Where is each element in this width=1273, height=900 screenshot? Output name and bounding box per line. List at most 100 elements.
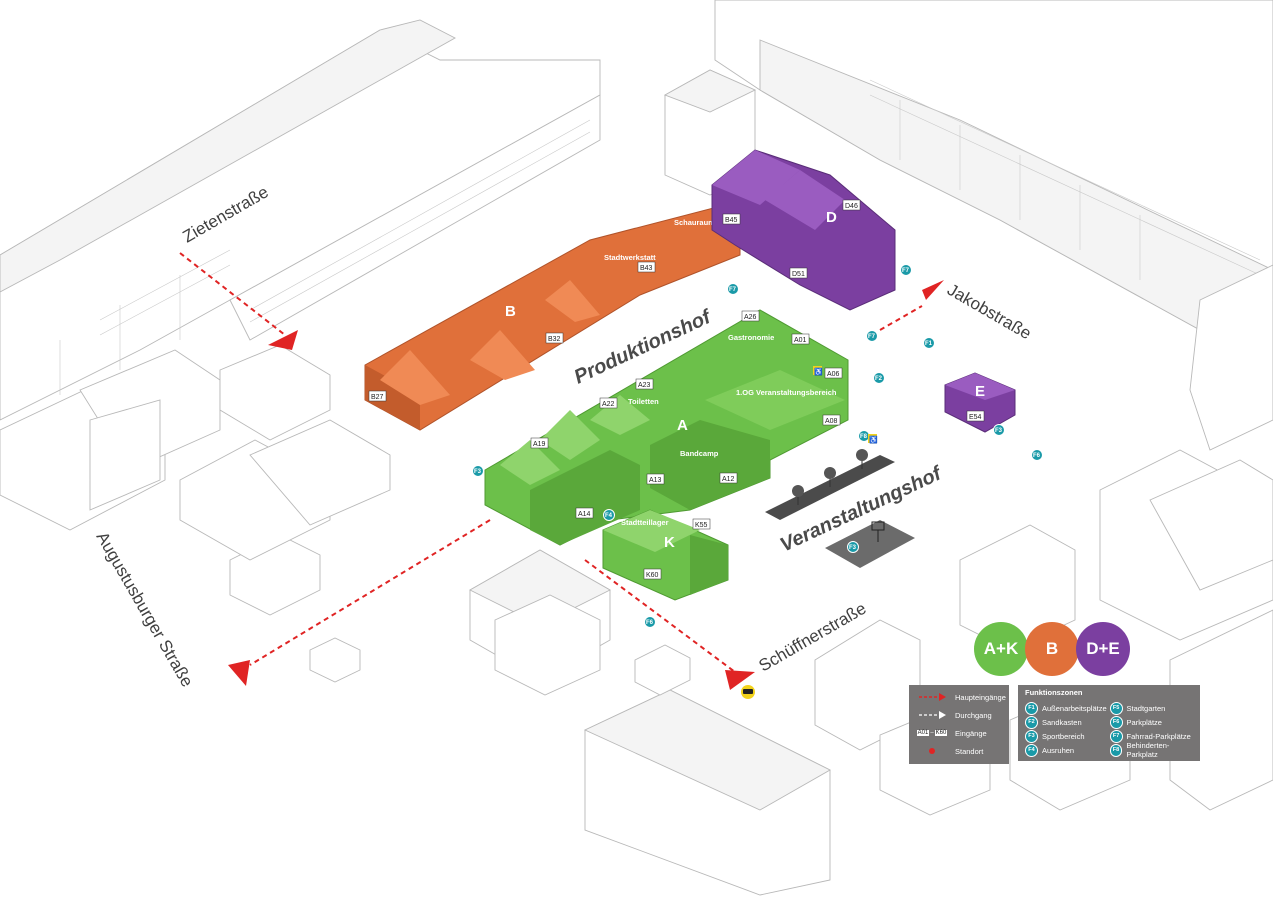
wheelchair-icon: ♿ — [868, 434, 878, 444]
building-a-label-1: 1.OG Veranstaltungsbereich — [736, 388, 837, 397]
function-zone-markers: F1 F2 F3 F3 F3 F4 F6 F6 F7 F7 F7 F8 ♿ ♿ — [472, 264, 1043, 699]
fz-marker: F3 — [847, 541, 859, 553]
legend-row-location: Standort — [909, 742, 1009, 760]
street-jakob: Jakobstraße — [944, 280, 1035, 343]
entrance-code: B43 — [637, 261, 656, 273]
entrance-code: A13 — [646, 473, 665, 485]
fz-marker: F7 — [900, 264, 912, 276]
svg-text:E54: E54 — [969, 414, 982, 421]
svg-text:B43: B43 — [640, 265, 653, 272]
building-k-label-0: Stadtteillager — [621, 518, 669, 527]
basketball-hoop-icon — [871, 521, 885, 542]
svg-text:A23: A23 — [638, 382, 651, 389]
fz-marker: F2 — [873, 372, 885, 384]
legend-symbols: Haupteingänge Durchgang A01–K60 Eingänge… — [909, 685, 1009, 764]
fz-marker: F3 — [472, 465, 484, 477]
red-arrow-icon — [922, 280, 944, 300]
entrance-code: A22 — [599, 397, 618, 409]
svg-text:♿: ♿ — [814, 367, 823, 376]
building-e[interactable]: E — [944, 372, 1016, 433]
svg-text:F3: F3 — [849, 545, 857, 551]
svg-text:B32: B32 — [548, 336, 561, 343]
svg-text:F6: F6 — [1033, 453, 1041, 459]
wheelchair-icon: ♿ — [813, 366, 823, 376]
svg-text:B27: B27 — [371, 394, 384, 401]
svg-text:A12: A12 — [722, 476, 735, 483]
svg-text:F2: F2 — [875, 376, 883, 382]
svg-text:F4: F4 — [605, 513, 613, 519]
red-arrow-icon — [725, 670, 755, 690]
svg-text:A01: A01 — [794, 337, 807, 344]
svg-text:F7: F7 — [729, 287, 737, 293]
entrance-code: A19 — [530, 437, 549, 449]
svg-text:F3: F3 — [995, 428, 1003, 434]
svg-text:F7: F7 — [902, 268, 910, 274]
building-b-label-1: Stadtwerkstatt — [604, 253, 656, 262]
red-dot-icon — [929, 748, 935, 754]
building-a-label-3: Bandcamp — [680, 449, 719, 458]
main-entrances — [179, 252, 944, 690]
svg-text:F3: F3 — [474, 469, 482, 475]
svg-text:♿: ♿ — [869, 435, 878, 444]
fz-marker: F4 — [603, 509, 615, 521]
entrance-codes: B45 B43 B32 B27 D46 D51 A26 A01 A06 A23 … — [368, 199, 985, 580]
entrance-code: D46 — [842, 199, 861, 211]
red-arrow-icon — [919, 693, 946, 701]
fz-marker: F6 — [1031, 449, 1043, 461]
fz-marker: F3 — [993, 424, 1005, 436]
entrance-code: B32 — [545, 332, 564, 344]
zone-ak: A+K — [974, 622, 1028, 676]
entrance-code: A08 — [822, 414, 841, 426]
entrance-code: A26 — [741, 310, 760, 322]
building-e-name: E — [975, 383, 985, 400]
svg-text:D46: D46 — [845, 203, 858, 210]
legend-row-passage: Durchgang — [909, 706, 1009, 724]
entrance-code: A14 — [575, 507, 594, 519]
street-augustusburger: Augustusburger Straße — [93, 529, 197, 691]
entrance-code: A12 — [719, 472, 738, 484]
entrance-code: K55 — [692, 518, 711, 530]
svg-text:A19: A19 — [533, 441, 546, 448]
building-a-name: A — [677, 417, 688, 434]
entrance-code: A06 — [824, 367, 843, 379]
svg-text:F7: F7 — [868, 334, 876, 340]
building-d[interactable]: D — [711, 149, 896, 311]
entrance-code: E54 — [966, 410, 985, 422]
svg-text:A06: A06 — [827, 371, 840, 378]
car-icon — [741, 685, 755, 699]
entrance-code: K60 — [643, 568, 662, 580]
svg-text:A26: A26 — [744, 314, 757, 321]
svg-text:D51: D51 — [792, 271, 805, 278]
svg-text:F1: F1 — [925, 341, 933, 347]
svg-text:B45: B45 — [725, 217, 738, 224]
svg-text:A08: A08 — [825, 418, 838, 425]
red-arrow-icon — [268, 330, 298, 350]
entrance-code: D51 — [789, 267, 808, 279]
svg-text:F8: F8 — [860, 434, 868, 440]
funktionszonen-title: Funktionszonen — [1025, 688, 1083, 697]
entrance-code: A23 — [635, 378, 654, 390]
entrance-code: A01 — [791, 333, 810, 345]
building-k[interactable]: K Stadtteillager — [602, 509, 729, 601]
building-k-name: K — [664, 534, 675, 551]
dashed-arrow-icon — [919, 711, 946, 719]
building-a-label-2: Toiletten — [628, 397, 659, 406]
entrance-code: B45 — [722, 213, 741, 225]
fz-marker: F7 — [866, 330, 878, 342]
building-d-name: D — [826, 209, 837, 226]
svg-text:K60: K60 — [646, 572, 659, 579]
event-area — [765, 449, 915, 568]
building-b-name: B — [505, 303, 516, 320]
legend-row-main-entrances: Haupteingänge — [909, 688, 1009, 706]
building-b[interactable]: B Schauraum Stadtwerkstatt — [364, 204, 741, 431]
building-a[interactable]: A Gastronomie 1.OG Veranstaltungsbereich… — [484, 309, 849, 546]
